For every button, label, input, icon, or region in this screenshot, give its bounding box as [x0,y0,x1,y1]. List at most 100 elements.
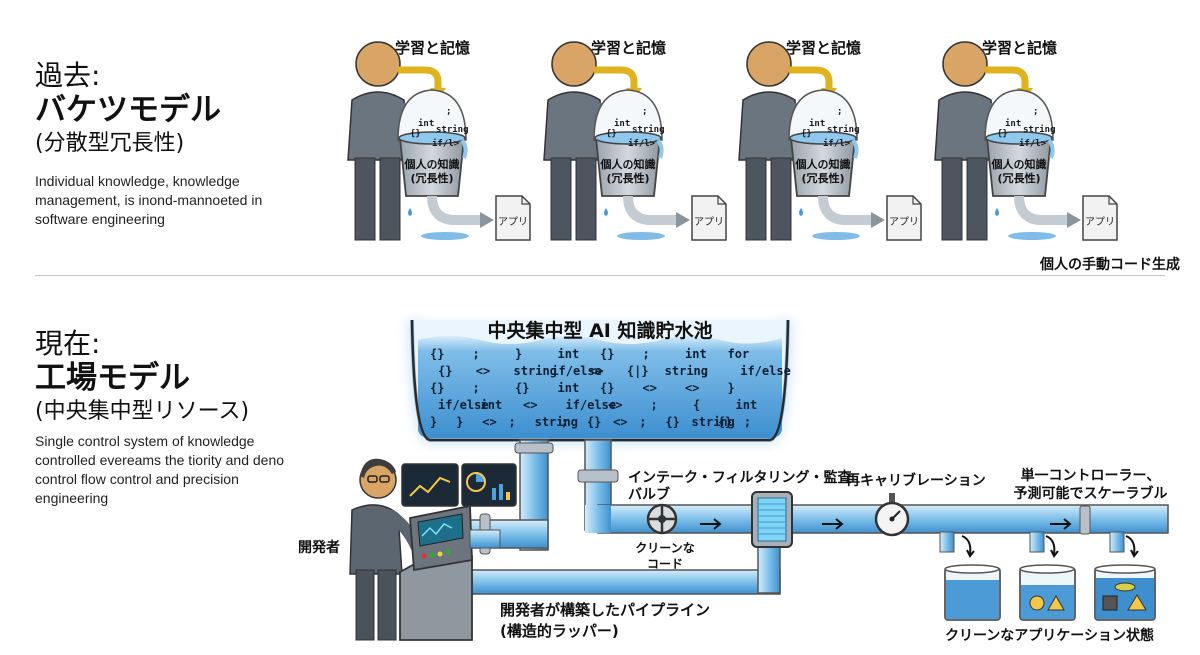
gauge-icon [874,493,910,537]
reservoir-code-token: {} [438,364,452,378]
bucket-dome [397,89,467,141]
bucket-figure-3: int; string {} if/l> [738,41,922,241]
app-document-icon [691,195,727,241]
bucket-code-token: int [809,118,825,129]
app-label: アプリ [1085,217,1115,228]
person-leg-left [941,157,963,241]
person-head [942,41,988,87]
reservoir-code-token: {} [430,347,444,361]
reservoir-code-token: <> [685,381,699,395]
reservoir-code-token: <> [476,364,490,378]
bucket-code-token: ; [837,107,842,117]
developer-label: 開発者 [298,540,340,556]
filter-unit-icon [751,491,793,548]
bucket-code-token: {} [997,129,1008,139]
outflow-pipe [1014,195,1071,225]
bucket-figure-1: int; string {} if/l> [347,41,531,241]
present-title-line3: (中央集中型リソース) [35,399,250,424]
reservoir-title: 中央集中型 AI 知識貯水池 [487,320,713,342]
bucket-code-token: string [1023,124,1056,135]
water-drop [408,208,412,216]
app-document-fold [521,196,530,205]
bucket-code-token: string [827,124,860,135]
reservoir-code-token: string [665,364,708,378]
reservoir-code-token: <> [643,381,657,395]
bucket-code-token: if/l> [823,138,851,149]
water-puddle [1008,232,1056,240]
learning-arrow [789,66,833,90]
learning-label: 学習と記憶 [786,39,862,57]
bucket-code-token: {} [801,129,812,139]
app-document-fold [717,196,726,205]
bucket-code-token: int [418,118,434,129]
bucket-code-token: ; [642,107,647,117]
reservoir-code-token: int [736,398,758,412]
console-pipe-joint [469,529,501,549]
reservoir-code-token: } [728,381,735,395]
past-title-line1: 過去: [35,59,101,92]
outflow-arrow-head [871,212,885,228]
reservoir-code-token: {} [430,381,444,395]
bucket-code-token: ; [446,107,451,117]
reservoir-code-token: <> [589,364,603,378]
bucket-overflow [1047,138,1055,159]
reservoir-code-token: ; [473,347,480,361]
bucket-code-token: if/l> [432,138,460,149]
water-puddle [617,232,665,240]
reservoir-code-token: { [693,398,700,412]
reservoir-code-token: int [685,347,707,361]
controller-label: 単一コントローラー、 予測可能でスケーラブル [1013,468,1168,502]
outflow-arrow-head [1067,212,1081,228]
bucket-code-token: int [614,118,630,129]
app-document-icon [1082,195,1118,241]
reservoir-code-token: {} [587,415,601,429]
central-reservoir [410,319,790,442]
reservoir-code-token: ; [561,415,568,429]
bucket-code-token: {} [410,129,421,139]
person-leg-right [379,157,401,241]
outflow-pipe [427,195,484,225]
bucket-dome [593,89,663,141]
bucket-knowledge-label: 個人の知識 (冗長性) [600,158,656,185]
app-document-icon [886,195,922,241]
reservoir-code-token: if/else [551,364,602,378]
outflow-arrow-head [676,212,690,228]
bucket-code-token: if/l> [628,138,656,149]
reservoir-code-token: ; [744,415,751,429]
reservoir-code-token: {} [515,381,529,395]
bucket-dome [788,89,858,141]
reservoir-code-token: int [558,347,580,361]
bucket-rim [398,131,466,145]
app-document-fold [912,196,921,205]
app-tank-2 [1019,564,1076,621]
reservoir-code-token: } [515,347,522,361]
bucket-knowledge-label: 個人の知識 (冗長性) [991,158,1047,185]
bucket-code-token: string [436,124,469,135]
control-console [399,504,473,641]
app-state-label: クリーンなアプリケーション状態 [945,628,1155,644]
person-leg-left [354,157,376,241]
app-tank-1 [944,564,1001,621]
reservoir-code-token: int [481,398,503,412]
reservoir-code-token: {} [665,415,679,429]
return-pipe-left [469,439,554,555]
present-title-line1: 現在: [35,327,101,360]
reservoir-code-token: {} [600,381,614,395]
bucket-code-token: int [1005,118,1021,129]
reservoir-code-token: {|} [627,364,649,378]
reservoir-code-token: if/else [740,364,791,378]
app-label: アプリ [694,217,724,228]
clean-code-label: クリーンな コード [635,541,695,571]
reservoir-code-token: ; [643,347,650,361]
reservoir-code-token: <> [613,415,627,429]
pipeline-label: 開発者が構築したパイプライン (構造的ラッパー) [500,601,711,640]
bucket-rim [594,131,662,145]
bucket-code-token: if/l> [1019,138,1047,149]
monitor-dashboard-icon [461,463,517,507]
water-drop [995,208,999,216]
reservoir-code-token: if/else [566,398,617,412]
water-puddle [812,232,860,240]
outflow-pipe [623,195,680,225]
bucket-overflow [460,138,468,159]
outlet-pipes [939,505,1139,558]
